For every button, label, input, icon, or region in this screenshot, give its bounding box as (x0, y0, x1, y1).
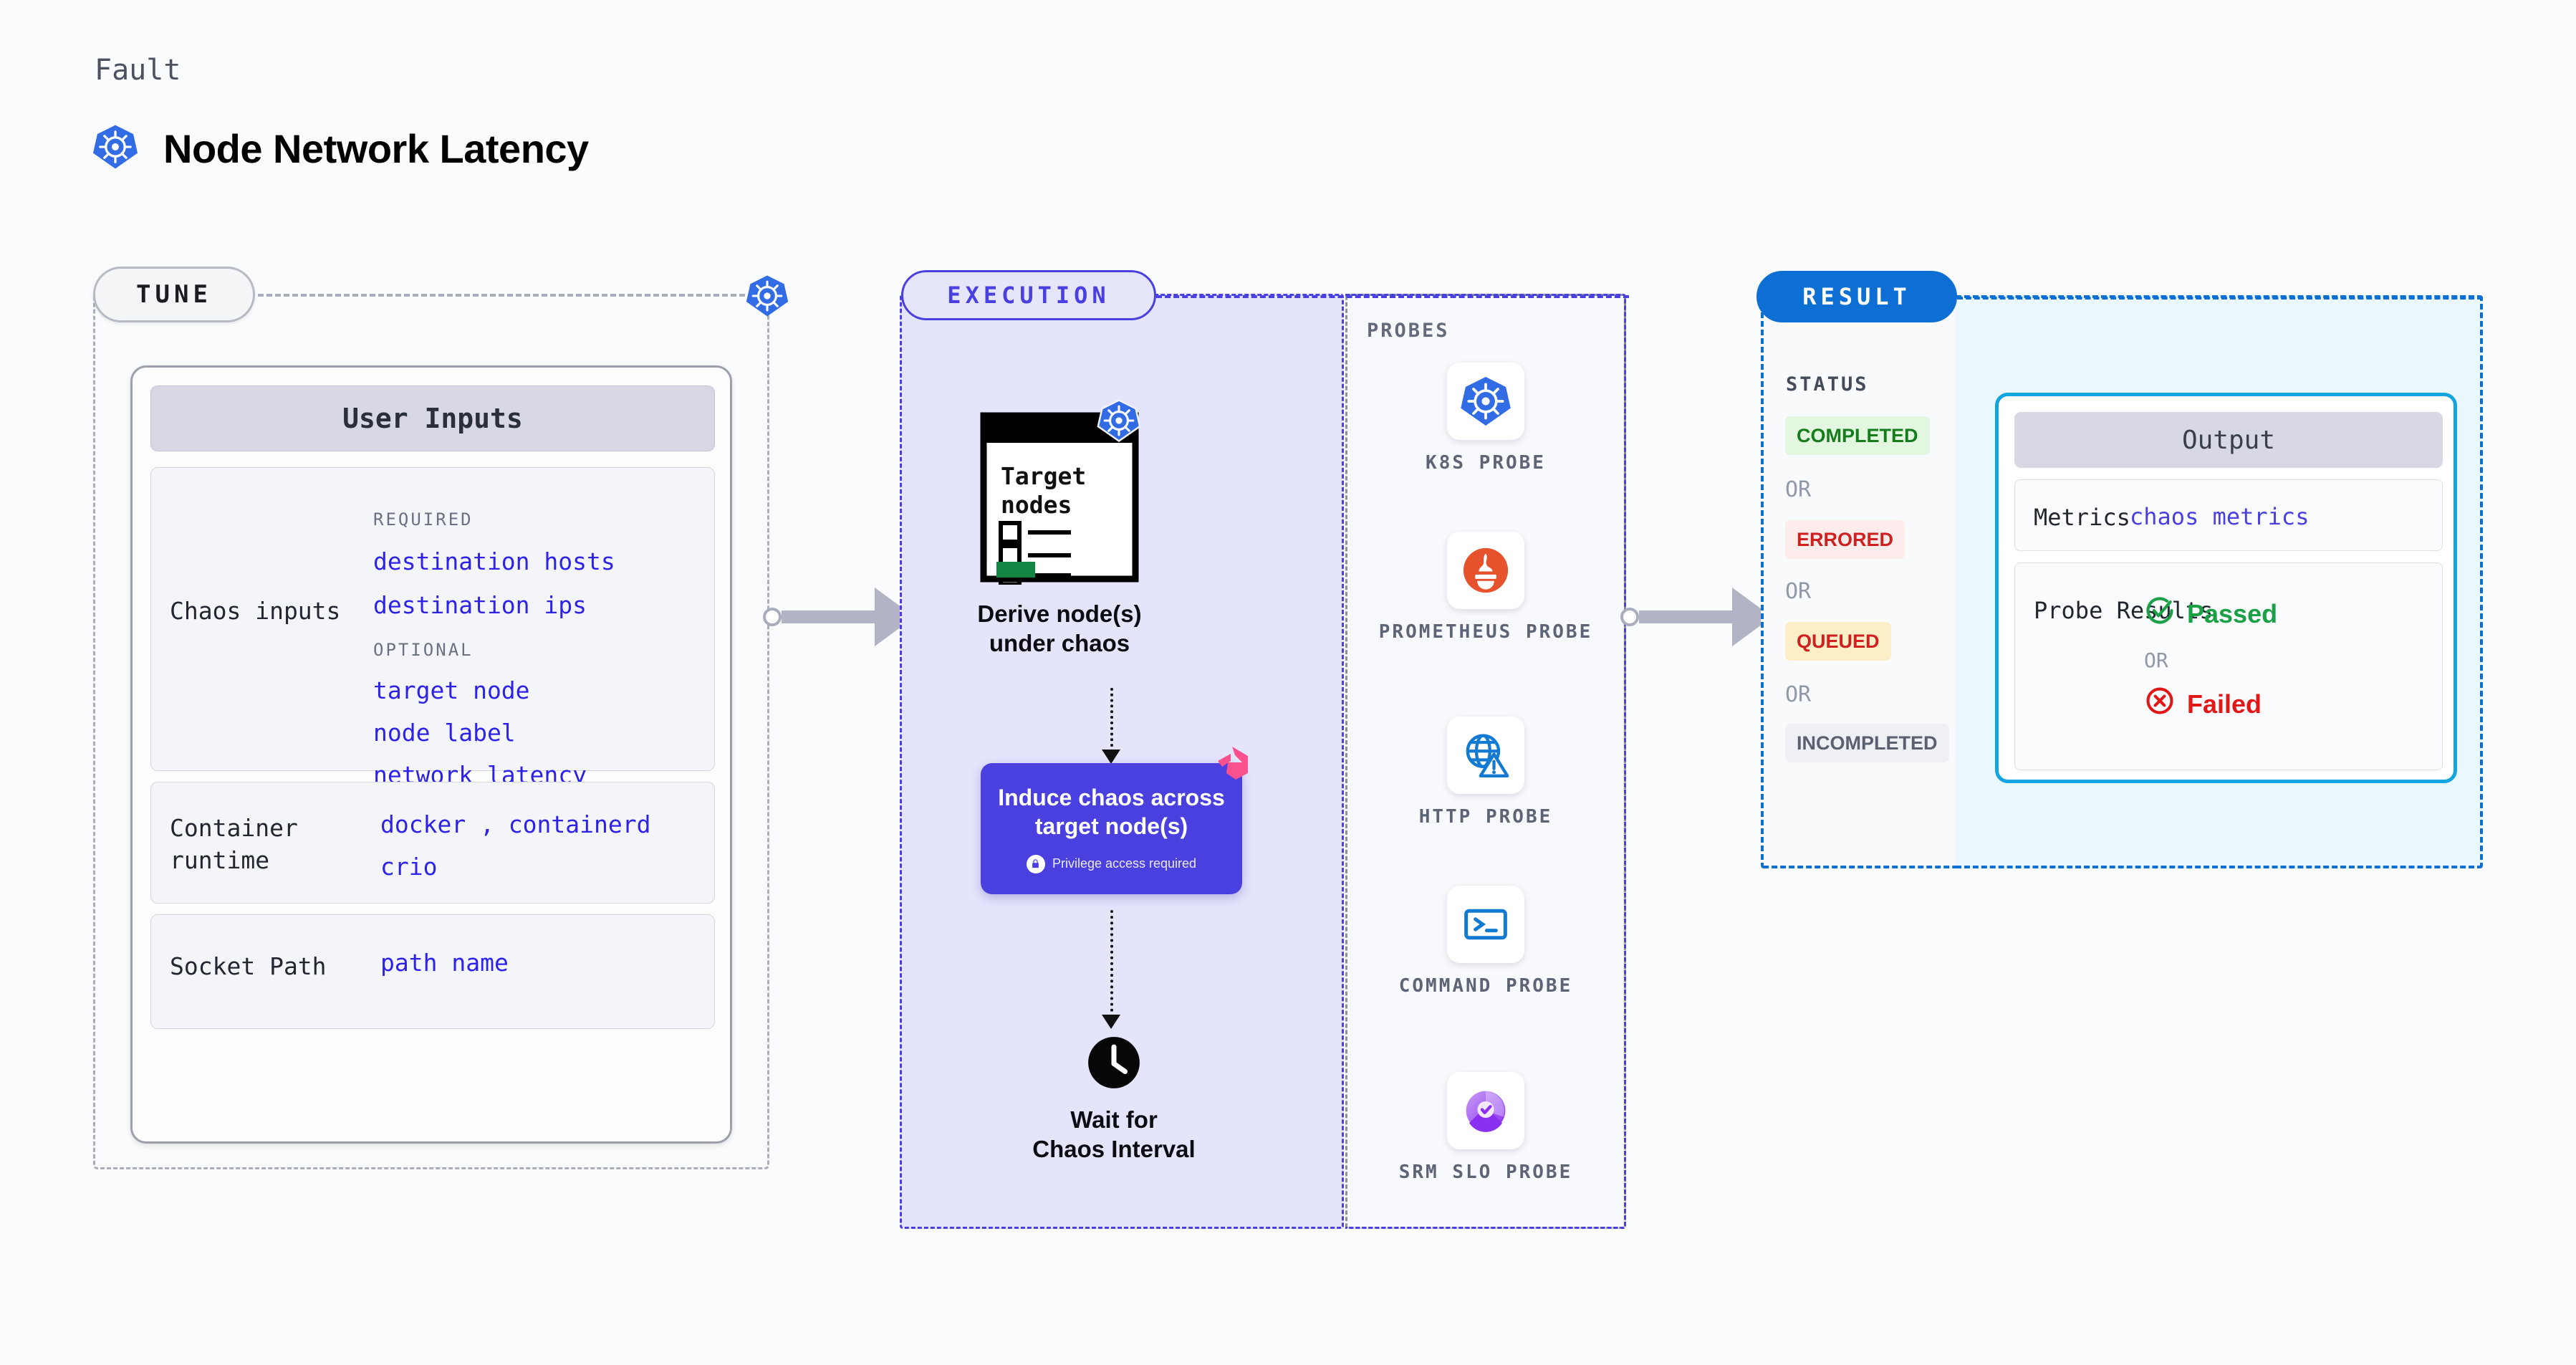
wait-chaos-caption: Wait for Chaos Interval (1032, 1106, 1196, 1163)
result-pill[interactable]: RESULT (1756, 271, 1957, 322)
execution-dash-link (1156, 295, 1629, 298)
runtime-docker-containerd[interactable]: docker , containerd (380, 810, 651, 838)
input-target-node[interactable]: target node (373, 676, 530, 704)
metrics-row: Metrics chaos metrics (2014, 479, 2443, 551)
lock-icon (1026, 854, 1045, 873)
input-destination-ips[interactable]: destination ips (373, 591, 587, 619)
flow-arrowhead-1 (1102, 749, 1120, 764)
induce-chaos-caption: Induce chaos across target node(s) (998, 785, 1225, 839)
svg-text:Target: Target (1001, 462, 1086, 490)
passed-label: Passed (2187, 598, 2278, 628)
result-dash-link (1957, 297, 2483, 300)
status-badge-queued: QUEUED (1785, 622, 1891, 661)
status-or-1: OR (1785, 477, 1812, 502)
probes-outer-frame (1345, 294, 1626, 1229)
runtime-crio[interactable]: crio (380, 853, 438, 881)
srm-slo-icon (1447, 1072, 1524, 1149)
probe-k8s[interactable]: K8S PROBE (1345, 363, 1626, 476)
probe-results-label: Probe Results (2034, 597, 2214, 624)
probe-command[interactable]: COMMAND PROBE (1345, 886, 1626, 999)
probe-srm-slo[interactable]: SRM SLO PROBE (1345, 1072, 1626, 1185)
progress-bar-fill (996, 562, 1035, 578)
terminal-icon (1447, 886, 1524, 963)
input-node-label[interactable]: node label (373, 719, 516, 747)
container-runtime-label: Container runtime (170, 814, 298, 874)
probes-caption: PROBES (1367, 320, 1450, 342)
failed-label: Failed (2187, 689, 2262, 719)
privilege-note: Privilege access required (1026, 854, 1197, 873)
probe-http-label: HTTP PROBE (1418, 806, 1553, 828)
input-destination-hosts[interactable]: destination hosts (373, 547, 615, 575)
status-badge-incompleted: INCOMPLETED (1785, 724, 1949, 762)
connector-bar (1639, 610, 1732, 623)
chaos-inputs-section: Chaos inputs REQUIRED destination hosts … (150, 467, 715, 829)
fault-eyebrow: Fault (95, 54, 181, 87)
privilege-note-text: Privilege access required (1052, 856, 1197, 871)
socket-path-label: Socket Path (170, 952, 327, 980)
connector-dot-left (763, 608, 782, 626)
probe-result-failed: Failed (2144, 685, 2262, 723)
kubernetes-icon (1097, 398, 1141, 446)
connector-bar (782, 610, 875, 623)
http-globe-warning-icon (1447, 717, 1524, 794)
user-inputs-title: User Inputs (150, 385, 715, 451)
socket-path-value[interactable]: path name (380, 949, 509, 977)
target-nodes-window-icon: Target nodes (979, 399, 1141, 588)
flow-arrow-1 (1110, 688, 1113, 752)
output-title: Output (2014, 412, 2443, 468)
flow-arrowhead-2 (1102, 1015, 1120, 1029)
kubernetes-icon (92, 123, 139, 173)
metrics-value[interactable]: chaos metrics (2130, 503, 2310, 530)
page-title-text: Node Network Latency (163, 125, 589, 171)
prometheus-icon (1447, 532, 1524, 609)
node-wait-chaos-interval: Wait for Chaos Interval (1032, 1035, 1196, 1164)
probe-command-label: COMMAND PROBE (1398, 975, 1573, 997)
probe-http[interactable]: HTTP PROBE (1345, 717, 1626, 830)
status-or-2: OR (1785, 579, 1812, 604)
required-caption: REQUIRED (373, 509, 474, 530)
tune-panel-frame (93, 294, 769, 1169)
page-title: Node Network Latency (92, 123, 589, 173)
kubernetes-icon (1447, 363, 1524, 440)
clock-icon (1086, 1035, 1142, 1093)
probe-or-label: OR (2144, 648, 2168, 672)
probe-results-row: Probe Results Passed OR (2014, 562, 2443, 770)
probe-k8s-label: K8S PROBE (1426, 452, 1546, 474)
tune-pill[interactable]: TUNE (93, 267, 255, 322)
chaos-inputs-label: Chaos inputs (170, 597, 341, 625)
output-card: Output Metrics chaos metrics Probe Resul… (1995, 393, 2457, 783)
node-derive-caption: Derive node(s) under chaos (977, 600, 1142, 657)
x-circle-icon (2144, 685, 2176, 723)
check-circle-icon (2144, 595, 2176, 633)
node-induce-chaos[interactable]: Induce chaos across target node(s) Privi… (981, 763, 1242, 894)
tune-dash-link (258, 294, 745, 297)
svg-text:nodes: nodes (1001, 491, 1072, 519)
result-status-frame (1761, 295, 1960, 868)
litmus-logo-icon (1213, 744, 1251, 784)
probe-prometheus-label: PROMETHEUS PROBE (1378, 621, 1593, 643)
node-derive-target-nodes: Target nodes (977, 399, 1142, 658)
execution-pill[interactable]: EXECUTION (901, 270, 1156, 320)
status-badge-completed: COMPLETED (1785, 416, 1930, 455)
user-inputs-card: User Inputs Chaos inputs REQUIRED destin… (130, 365, 732, 1144)
probe-srm-slo-label: SRM SLO PROBE (1398, 1162, 1573, 1183)
probe-result-passed: Passed (2144, 595, 2277, 633)
flow-arrow-2 (1110, 910, 1113, 1017)
connector-execution-to-result (1620, 588, 1781, 646)
kubernetes-icon (745, 274, 789, 321)
connector-dot-left (1620, 608, 1639, 626)
status-caption: STATUS (1786, 373, 1869, 396)
status-or-3: OR (1785, 682, 1812, 707)
probe-prometheus[interactable]: PROMETHEUS PROBE (1345, 532, 1626, 645)
container-runtime-section: Container runtime docker , containerd cr… (150, 782, 715, 904)
status-badge-errored: ERRORED (1785, 520, 1905, 559)
socket-path-section: Socket Path path name (150, 914, 715, 1029)
optional-caption: OPTIONAL (373, 640, 474, 660)
metrics-label: Metrics (2034, 504, 2130, 531)
